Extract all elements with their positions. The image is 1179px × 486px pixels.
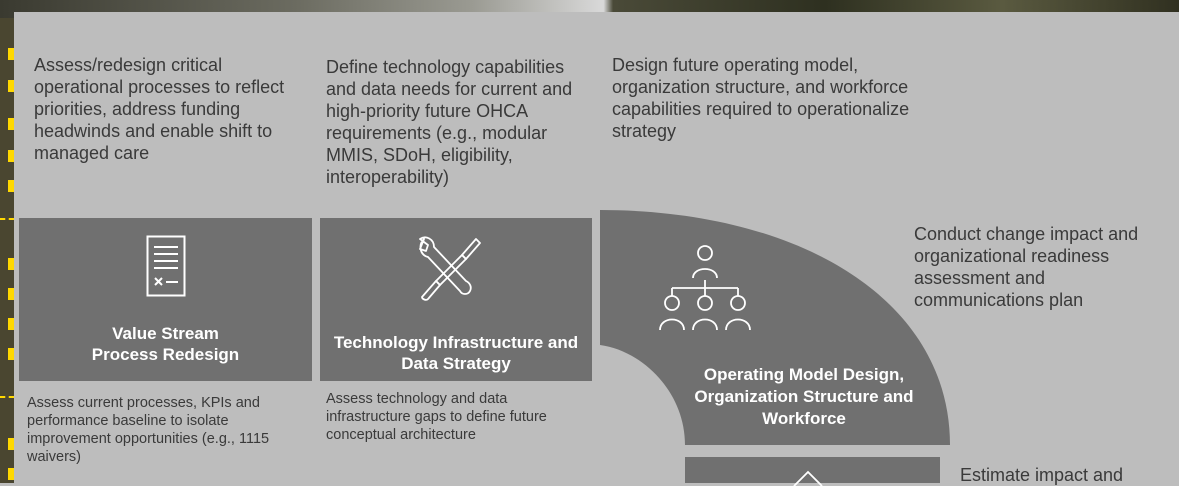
operating-model-arc[interactable]: [600, 210, 955, 448]
card-value-stream-description: Assess current processes, KPIs and perfo…: [27, 395, 270, 465]
marker: [8, 468, 14, 480]
marker: [8, 348, 14, 360]
marker: [8, 318, 14, 330]
marker: [8, 150, 14, 162]
marker: [8, 258, 14, 270]
marker: [8, 80, 14, 92]
card-impact-partial[interactable]: [685, 457, 940, 486]
change-impact-note: Conduct change impact and organizational…: [914, 224, 1139, 310]
card-title: Value Stream Process Redesign: [91, 324, 240, 364]
intro-technology-text: Define technology capabilities and data …: [326, 57, 573, 187]
tools-icon: [416, 233, 484, 305]
left-edge-strip: [0, 18, 14, 483]
card-title: Technology Infrastructure and Data Strat…: [333, 333, 579, 373]
org-chart-icon: [650, 244, 760, 332]
warning-icon: [791, 470, 825, 486]
marker: [8, 288, 14, 300]
marker: [8, 118, 14, 130]
card-operating-model-title: Operating Model Design, Organization Str…: [694, 365, 914, 428]
marker: [8, 180, 14, 192]
document-list-icon: [146, 235, 186, 297]
card-value-stream[interactable]: Value Stream Process Redesign: [19, 218, 312, 381]
selection-box: [0, 218, 14, 398]
card-technology[interactable]: Technology Infrastructure and Data Strat…: [320, 218, 592, 381]
intro-process-text: Assess/redesign critical operational pro…: [34, 55, 285, 163]
card-technology-description: Assess technology and data infrastructur…: [326, 391, 547, 443]
marker: [8, 438, 14, 450]
intro-operating-model-text: Design future operating model, organizat…: [612, 55, 910, 141]
marker: [8, 48, 14, 60]
estimate-impact-note: Estimate impact and: [960, 465, 1124, 485]
